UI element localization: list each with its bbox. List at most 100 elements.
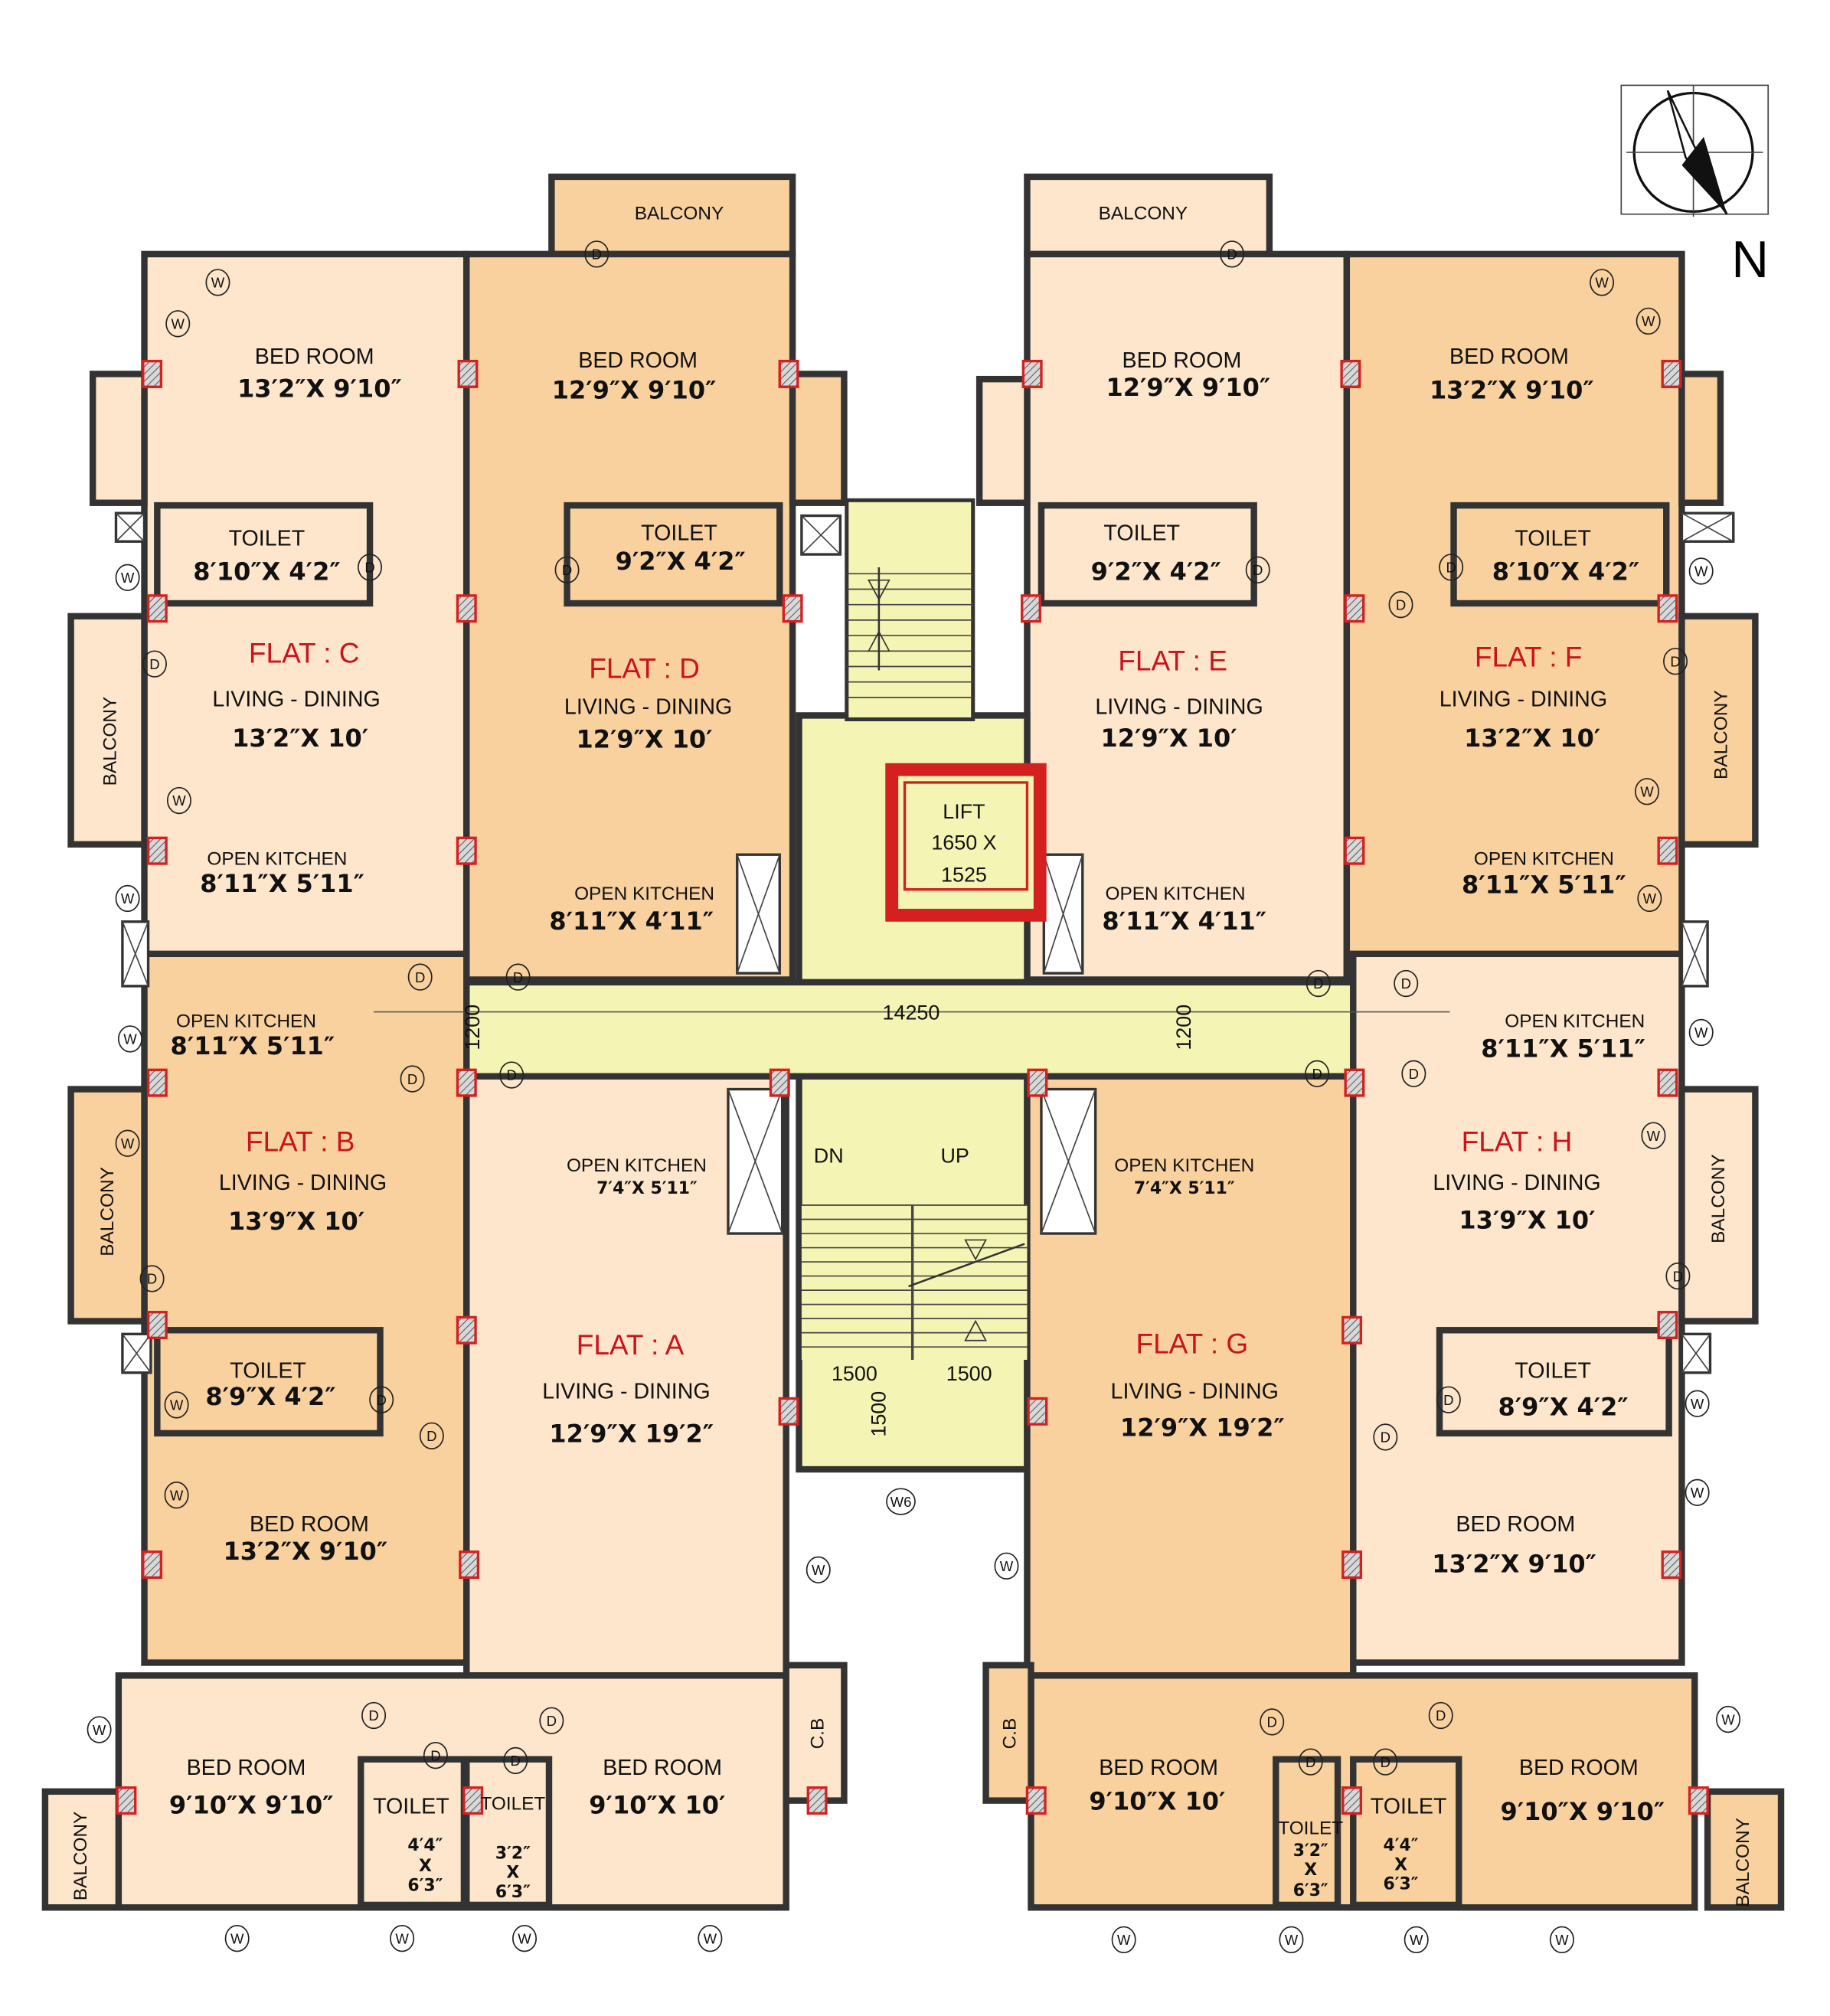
door-marker-label: D bbox=[1670, 653, 1680, 669]
toilet-flat-c bbox=[154, 502, 374, 607]
column bbox=[1340, 359, 1361, 388]
flat-a-toilet2-x: X bbox=[506, 1864, 519, 1883]
column bbox=[1021, 359, 1043, 388]
column bbox=[456, 594, 477, 623]
door-marker-label: D bbox=[562, 562, 572, 578]
toilet-flat-d bbox=[564, 502, 783, 607]
flat-c-kitchen-size: 8′11″X 5′11″ bbox=[200, 869, 364, 898]
flat-g-toilet1-x: X bbox=[1304, 1861, 1317, 1880]
flat-a-title: FLAT : A bbox=[577, 1328, 685, 1361]
flat-d-bedroom-size: 12′9″X 9′10″ bbox=[552, 375, 717, 404]
flat-b-bedroom-size: 13′2″X 9′10″ bbox=[224, 1537, 388, 1566]
door-marker-icon bbox=[1373, 1748, 1398, 1776]
flat-a-bedroom2: BED ROOM bbox=[603, 1756, 722, 1780]
flat-b-toilet: TOILET bbox=[230, 1359, 306, 1384]
bay-flat-d bbox=[789, 371, 848, 506]
flat-a-balcony: BALCONY bbox=[70, 1812, 91, 1901]
column bbox=[456, 836, 477, 865]
window-marker-icon bbox=[166, 786, 191, 815]
column bbox=[1688, 1786, 1709, 1815]
column bbox=[1657, 1068, 1678, 1097]
window-marker-label: W bbox=[1555, 1932, 1569, 1948]
core-stair-down: DN bbox=[814, 1144, 844, 1167]
window-marker-icon bbox=[164, 1482, 189, 1509]
column bbox=[146, 1068, 168, 1097]
door-marker-icon bbox=[1306, 969, 1331, 998]
flat-d-kitchen: OPEN KITCHEN bbox=[574, 884, 714, 904]
staircase bbox=[374, 498, 1450, 1360]
window-marker-icon bbox=[87, 1716, 112, 1743]
flat-h-kitchen-size: 8′11″X 5′11″ bbox=[1481, 1034, 1645, 1063]
flat-a-toilet1-x: X bbox=[419, 1857, 432, 1876]
door-marker-label: D bbox=[511, 1753, 521, 1769]
balcony-flat-g bbox=[1704, 1788, 1785, 1911]
flat-a-kitchen: OPEN KITCHEN bbox=[567, 1155, 707, 1176]
flat-c-balcony: BALCONY bbox=[100, 697, 120, 786]
window-marker-icon bbox=[165, 310, 191, 338]
window-marker-label: W bbox=[1721, 1711, 1735, 1727]
window-marker-icon bbox=[1637, 884, 1662, 913]
door-marker-label: D bbox=[1436, 1707, 1446, 1724]
column bbox=[459, 1550, 480, 1580]
door-marker-label: D bbox=[149, 656, 159, 672]
window-marker-icon bbox=[1685, 1479, 1710, 1507]
door-marker-icon bbox=[358, 554, 383, 581]
door-marker-icon bbox=[1439, 554, 1464, 581]
column bbox=[146, 1311, 168, 1340]
flat-g-toilet1: TOILET bbox=[1278, 1818, 1343, 1838]
flat-g-toilet2-x: X bbox=[1394, 1855, 1407, 1874]
flat-b-living: LIVING - DINING bbox=[219, 1171, 387, 1195]
flat-d-toilet: TOILET bbox=[641, 521, 717, 546]
flat-b-title: FLAT : B bbox=[246, 1125, 355, 1157]
flat-g-bedroom2: BED ROOM bbox=[1519, 1756, 1639, 1780]
flat-e-toilet: TOILET bbox=[1103, 521, 1180, 546]
door-marker-icon bbox=[361, 1701, 387, 1730]
column bbox=[1021, 594, 1041, 623]
flat-g-living-size: 12′9″X 19′2″ bbox=[1120, 1413, 1285, 1442]
flat-f-kitchen: OPEN KITCHEN bbox=[1474, 849, 1614, 870]
bay-flat-c bbox=[89, 371, 148, 506]
door-marker-icon bbox=[419, 1422, 444, 1449]
door-marker-label: D bbox=[377, 1392, 387, 1408]
column bbox=[1661, 359, 1682, 388]
flat-c-title: FLAT : C bbox=[249, 636, 360, 668]
door-marker-icon bbox=[1436, 1386, 1461, 1413]
window-marker-icon bbox=[118, 1025, 142, 1053]
door-marker-icon bbox=[1220, 240, 1245, 268]
window-marker-icon bbox=[164, 1391, 189, 1419]
door-marker-label: D bbox=[1401, 975, 1411, 992]
window-marker-label: W bbox=[172, 316, 185, 332]
door-marker-label: D bbox=[147, 1271, 157, 1287]
door-marker-label: D bbox=[415, 969, 425, 985]
window-marker-label: W bbox=[211, 275, 225, 291]
window-marker-icon bbox=[1635, 778, 1659, 805]
door-marker-icon bbox=[1665, 1262, 1691, 1290]
window-marker-label: W bbox=[230, 1930, 244, 1946]
flat-b-kitchen: OPEN KITCHEN bbox=[176, 1011, 316, 1032]
window-marker-icon bbox=[698, 1925, 723, 1952]
core-corridor-width-left: 1200 bbox=[461, 1005, 484, 1050]
door-marker-icon bbox=[1388, 591, 1413, 619]
flat-e-living-size: 12′9″X 10′ bbox=[1101, 724, 1237, 753]
window-marker-label: W bbox=[1643, 890, 1657, 907]
flat-d-kitchen-size: 8′11″X 4′11″ bbox=[549, 907, 714, 936]
door-marker-label: D bbox=[1267, 1714, 1277, 1730]
door-marker-icon bbox=[554, 556, 580, 583]
window-marker-label: W bbox=[518, 1930, 531, 1946]
flat-d-bedroom: BED ROOM bbox=[578, 348, 698, 373]
flat-g-toilet1-h: 6′3″ bbox=[1293, 1881, 1328, 1900]
window-marker-label: W bbox=[172, 792, 186, 809]
bay-flat-e bbox=[975, 375, 1031, 506]
window-marker-icon bbox=[1111, 1926, 1136, 1954]
flat-g-living: LIVING - DINING bbox=[1111, 1379, 1279, 1403]
column bbox=[456, 1315, 477, 1345]
door-marker-icon bbox=[1394, 969, 1419, 998]
window-marker-icon bbox=[1688, 1018, 1714, 1047]
column bbox=[462, 1786, 484, 1815]
column bbox=[1657, 836, 1678, 865]
window-marker-icon bbox=[115, 884, 140, 913]
window-marker-label: W bbox=[812, 1562, 825, 1578]
arrow-down-icon bbox=[868, 579, 890, 601]
